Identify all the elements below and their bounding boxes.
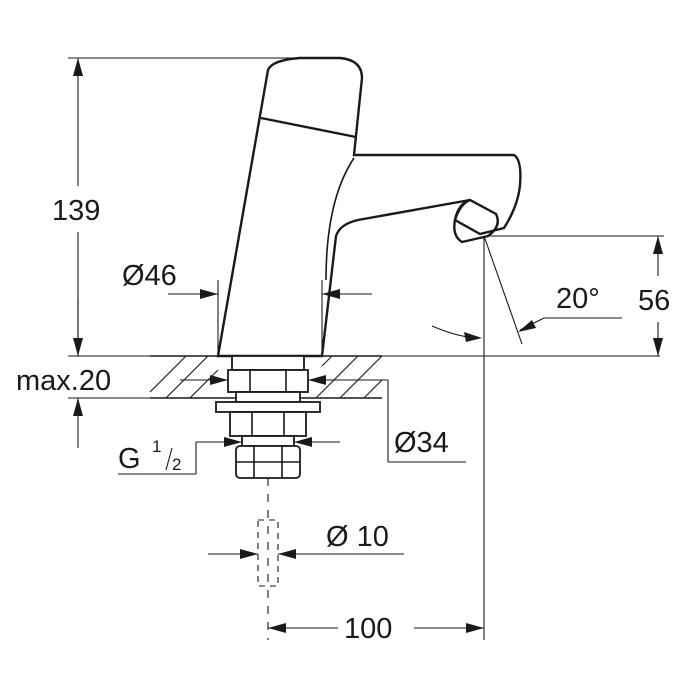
dim-spout-angle: 20° (431, 235, 622, 345)
dim-projection: 100 (268, 613, 484, 645)
aerator (453, 198, 499, 244)
dim-thread: G 1 2 (118, 437, 340, 475)
label-hole-diameter: Ø 10 (326, 521, 389, 553)
label-spout-angle: 20° (556, 283, 600, 315)
dim-total-height: 139 (50, 57, 300, 356)
label-thread-den: 2 (172, 455, 181, 474)
label-total-height: 139 (52, 195, 100, 227)
label-spout-height: 56 (638, 285, 670, 317)
label-shank-diameter: Ø34 (394, 427, 449, 459)
dim-body-diameter: Ø46 (122, 260, 372, 356)
body-contour-curve (325, 157, 355, 281)
label-thread-main: G (118, 443, 141, 475)
deck-hatching (149, 355, 383, 399)
dim-hole-diameter: Ø 10 (208, 521, 404, 559)
handle-band-line (260, 116, 357, 139)
dim-spout-height: 56 (484, 235, 686, 356)
thread-stub (241, 435, 295, 447)
label-max-deck: max.20 (16, 365, 111, 397)
faucet-body (216, 56, 522, 358)
label-body-diameter: Ø46 (122, 260, 177, 292)
dim-max-deck: max.20 (14, 300, 146, 448)
label-thread-num: 1 (152, 437, 161, 456)
fixing-nut (229, 411, 307, 437)
mounting-assembly (215, 355, 321, 479)
faucet-outline (216, 56, 522, 358)
label-projection: 100 (344, 613, 392, 645)
shank-spacer (235, 391, 301, 403)
shank-nut (227, 369, 309, 393)
angle-line (483, 235, 523, 345)
countertop (68, 355, 660, 399)
washer-plate (215, 401, 321, 413)
dim-shank-diameter: Ø34 (180, 375, 466, 463)
shank-top-collar (231, 355, 305, 371)
